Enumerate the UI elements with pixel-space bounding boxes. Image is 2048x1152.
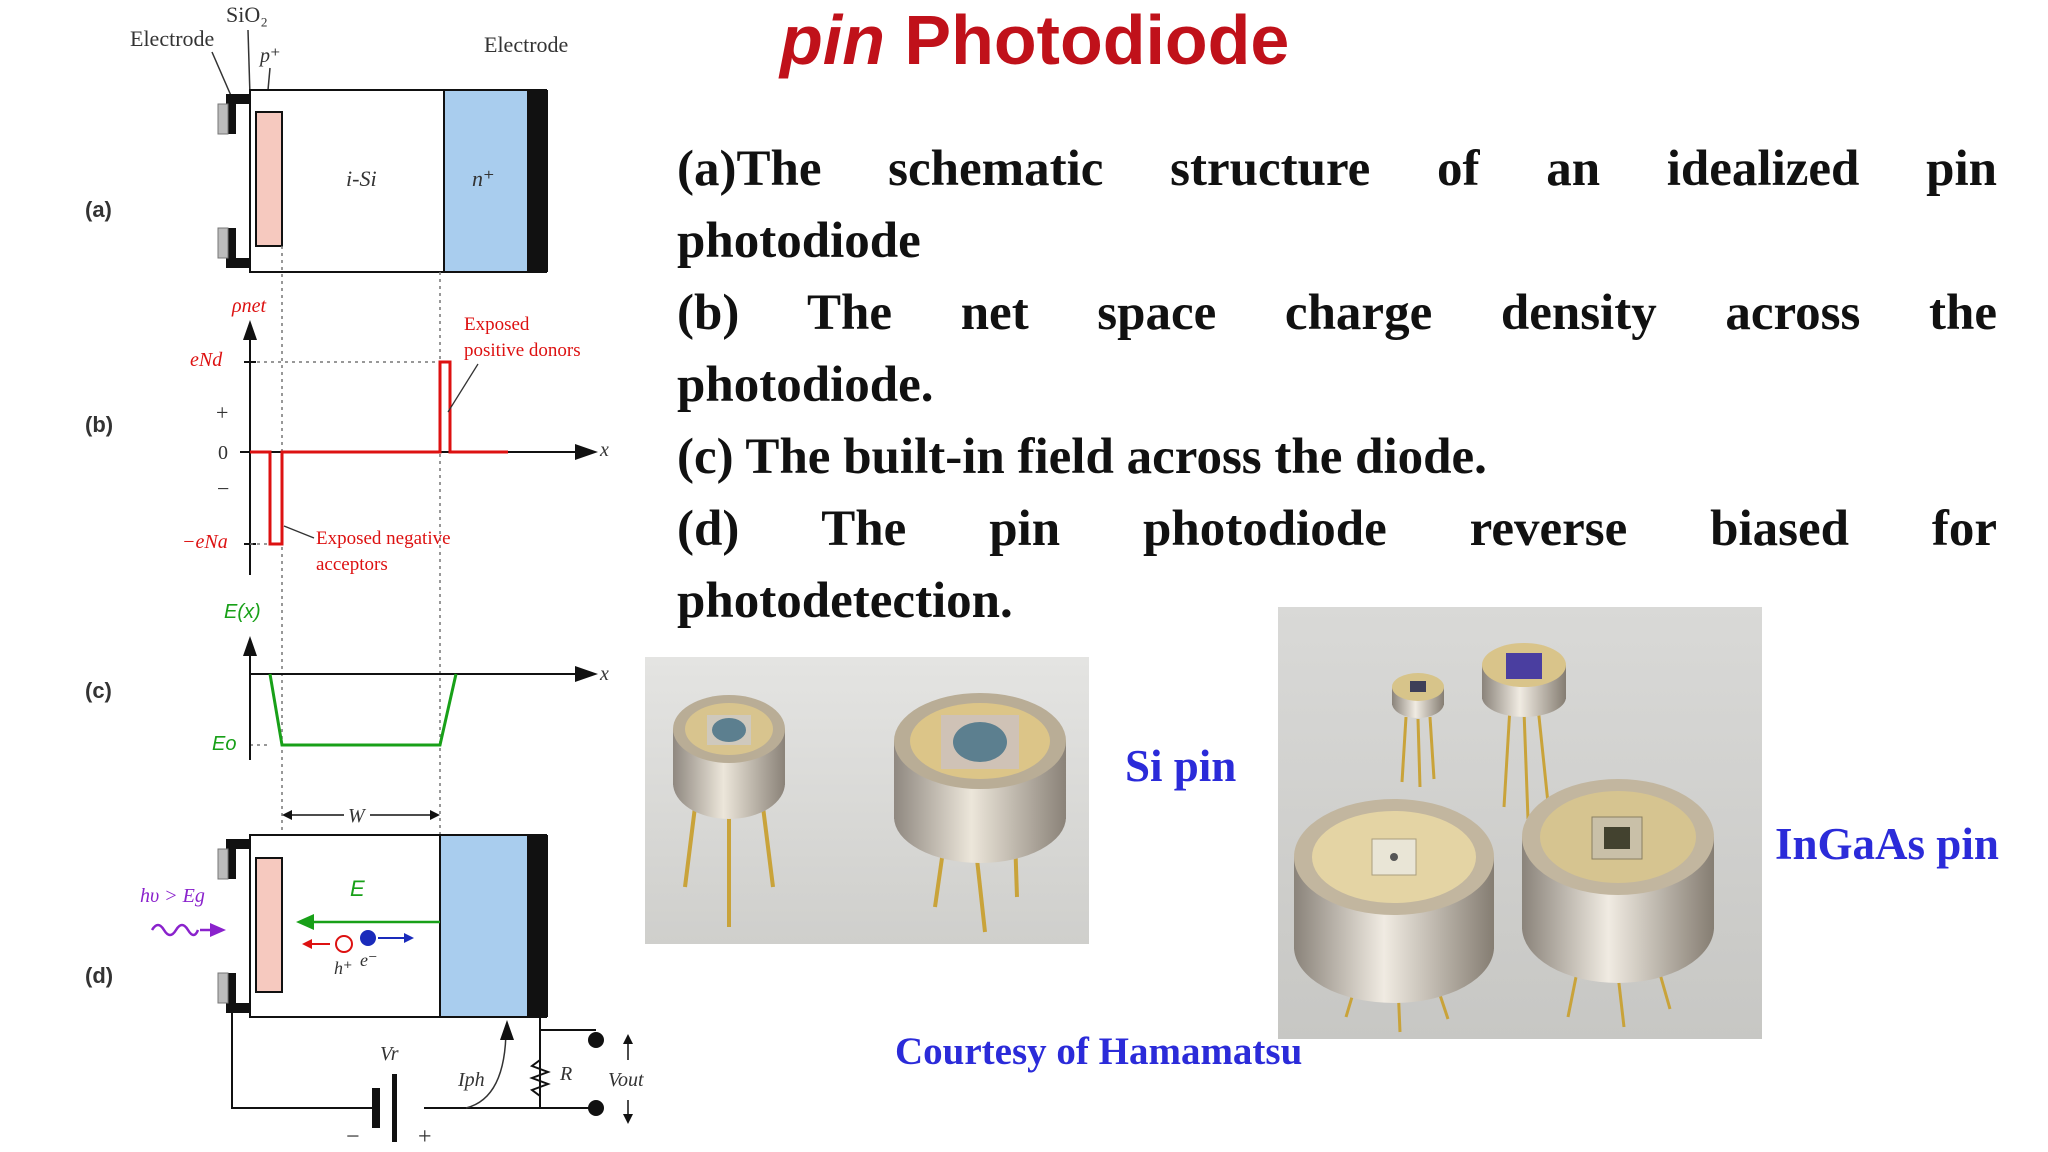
exposed-pos-line2: positive donors	[464, 340, 581, 361]
end-label: eNd	[190, 349, 223, 371]
description-line: (b) The net space charge density across …	[677, 285, 1997, 341]
description-line: photodiode.	[677, 357, 934, 413]
iph-label: Iph	[457, 1069, 485, 1091]
ingaas-pin-caption: InGaAs pin	[1775, 819, 1999, 869]
electrode-left-label: Electrode	[130, 26, 214, 51]
plus-label: +	[216, 400, 228, 425]
e-field-label: E	[350, 876, 365, 901]
battery-plus: +	[418, 1124, 432, 1150]
si-pin-photo	[645, 657, 1089, 944]
x-label-b: x	[599, 439, 609, 461]
ena-label: −eNa	[182, 531, 228, 553]
zero-label: 0	[218, 442, 228, 464]
page-title: pin Photodiode	[780, 0, 1289, 80]
description-line: (d) The pin photodiode reverse biased fo…	[677, 501, 1997, 557]
sio2-label: SiO₂	[226, 2, 268, 27]
description-text: (a)The schematic structure of an idealiz…	[677, 133, 1997, 637]
ex-label: E(x)	[224, 601, 261, 623]
battery-minus: −	[346, 1124, 360, 1150]
electrode-right-label: Electrode	[484, 32, 568, 57]
exposed-neg-line1: Exposed negative	[316, 528, 451, 549]
title-italic: pin	[780, 1, 885, 79]
courtesy-caption: Courtesy of Hamamatsu	[895, 1030, 1303, 1073]
rho-net-label: ρnet	[231, 295, 266, 317]
exposed-pos-line1: Exposed	[464, 314, 530, 335]
vout-label: Vout	[608, 1069, 644, 1091]
label-b: (b)	[85, 412, 113, 437]
i-si-label: i-Si	[346, 166, 377, 191]
label-a: (a)	[85, 197, 112, 222]
hv-label: hυ > Eg	[140, 885, 205, 907]
p-plus-label: p⁺	[258, 45, 281, 67]
w-label: W	[348, 805, 367, 827]
label-c: (c)	[85, 678, 112, 703]
eminus-label: e⁻	[360, 950, 378, 970]
label-d: (d)	[85, 963, 113, 988]
electric-field-plot: E(x) Eo x W	[212, 601, 609, 827]
pin-photodiode-diagram: (a) (b) (c) (d) Electrode SiO₂ p⁺ Electr…	[85, 2, 644, 1150]
eo-label: Eo	[212, 733, 236, 755]
exposed-neg-line2: acceptors	[316, 554, 388, 575]
si-pin-caption: Si pin	[1125, 741, 1237, 791]
vr-label: Vr	[380, 1043, 399, 1065]
space-charge-plot: ρnet eNd + 0 − −eNa x Exposed positive d…	[182, 295, 609, 575]
ingaas-pin-photo	[1278, 607, 1762, 1039]
description-line: photodetection.	[677, 573, 1013, 629]
r-label: R	[559, 1063, 572, 1085]
minus-label: −	[217, 476, 229, 501]
reverse-bias-circuit: hυ > Eg E h⁺ e⁻ Vr Iph R Vout	[140, 834, 644, 1150]
title-rest: Photodiode	[904, 1, 1290, 79]
x-label-c: x	[599, 663, 609, 685]
description-line: (c) The built-in field across the diode.	[677, 429, 1487, 485]
n-plus-label: n⁺	[472, 166, 495, 191]
description-line: photodiode	[677, 213, 921, 269]
structure-a: Electrode SiO₂ p⁺ Electrode i-Si n⁺	[130, 2, 568, 273]
description-line: (a)The schematic structure of an idealiz…	[677, 141, 1997, 197]
hplus-label: h⁺	[334, 958, 353, 978]
